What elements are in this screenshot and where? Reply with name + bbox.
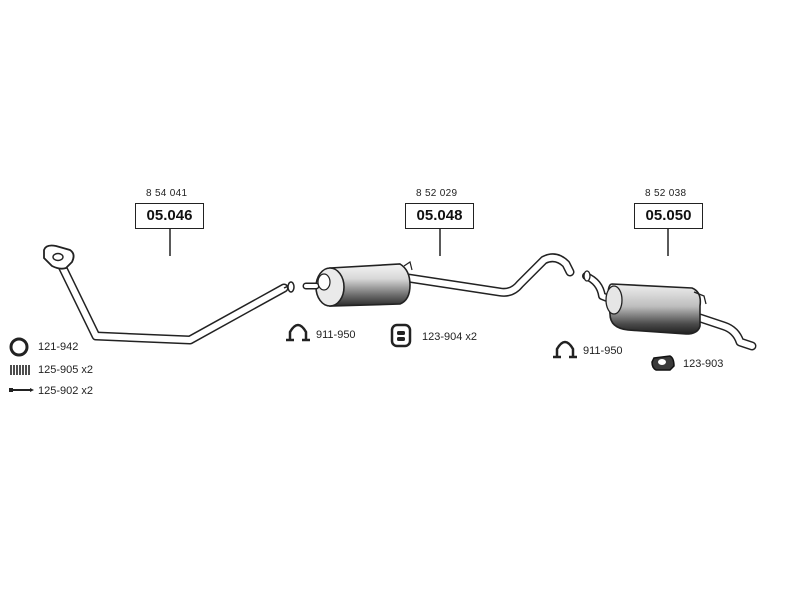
rubber-hanger-icon (390, 323, 412, 348)
flange (43, 244, 75, 270)
front-pipe (43, 244, 295, 345)
ring-gasket-icon (9, 337, 29, 357)
fitting-label: 125-902 x2 (38, 385, 94, 397)
clamp-icon (286, 323, 310, 342)
fitting-label: 123-903 (683, 358, 724, 370)
fitting-label: 125-905 x2 (38, 364, 94, 376)
bolt-icon (9, 388, 34, 392)
spring-icon (10, 365, 30, 375)
assembly-code-box: 05.046 (135, 203, 204, 229)
fitting-label: 911-950 (583, 345, 623, 357)
assembly-code-box: 05.050 (634, 203, 703, 229)
clamp-icon (553, 340, 577, 359)
center-silencer (302, 253, 575, 307)
rubber-mount-icon (651, 355, 675, 371)
assembly-ref-number: 8 52 038 (645, 188, 687, 199)
assembly-code-box: 05.048 (405, 203, 474, 229)
fitting-label: 123-904 x2 (422, 331, 478, 343)
fitting-label: 911-950 (316, 329, 356, 341)
assembly-ref-number: 8 52 029 (416, 188, 458, 199)
assembly-ref-number: 8 54 041 (146, 188, 188, 199)
fitting-label: 121-942 (38, 341, 79, 353)
rear-silencer (582, 270, 757, 351)
